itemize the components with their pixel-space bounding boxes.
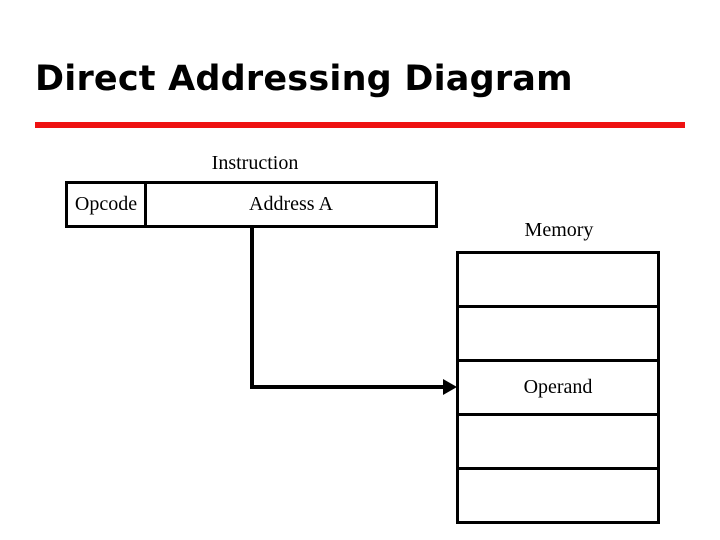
arrow-head-icon: [443, 379, 457, 395]
memory-cell: [459, 308, 657, 362]
connector-horizontal-segment: [250, 385, 446, 389]
title-underline-rule: [35, 122, 685, 128]
memory-cell-operand: Operand: [459, 362, 657, 416]
connector-vertical-segment: [250, 226, 254, 389]
instruction-label: Instruction: [211, 152, 299, 174]
memory-column: Operand: [456, 251, 660, 524]
page-title: Direct Addressing Diagram: [35, 59, 573, 99]
memory-cell: [459, 416, 657, 470]
memory-cell: [459, 254, 657, 308]
address-field: Address A: [249, 193, 333, 215]
memory-label: Memory: [524, 219, 594, 241]
memory-cell: [459, 470, 657, 521]
opcode-field: Opcode: [68, 184, 147, 225]
instruction-box: Opcode Address A: [65, 181, 438, 228]
